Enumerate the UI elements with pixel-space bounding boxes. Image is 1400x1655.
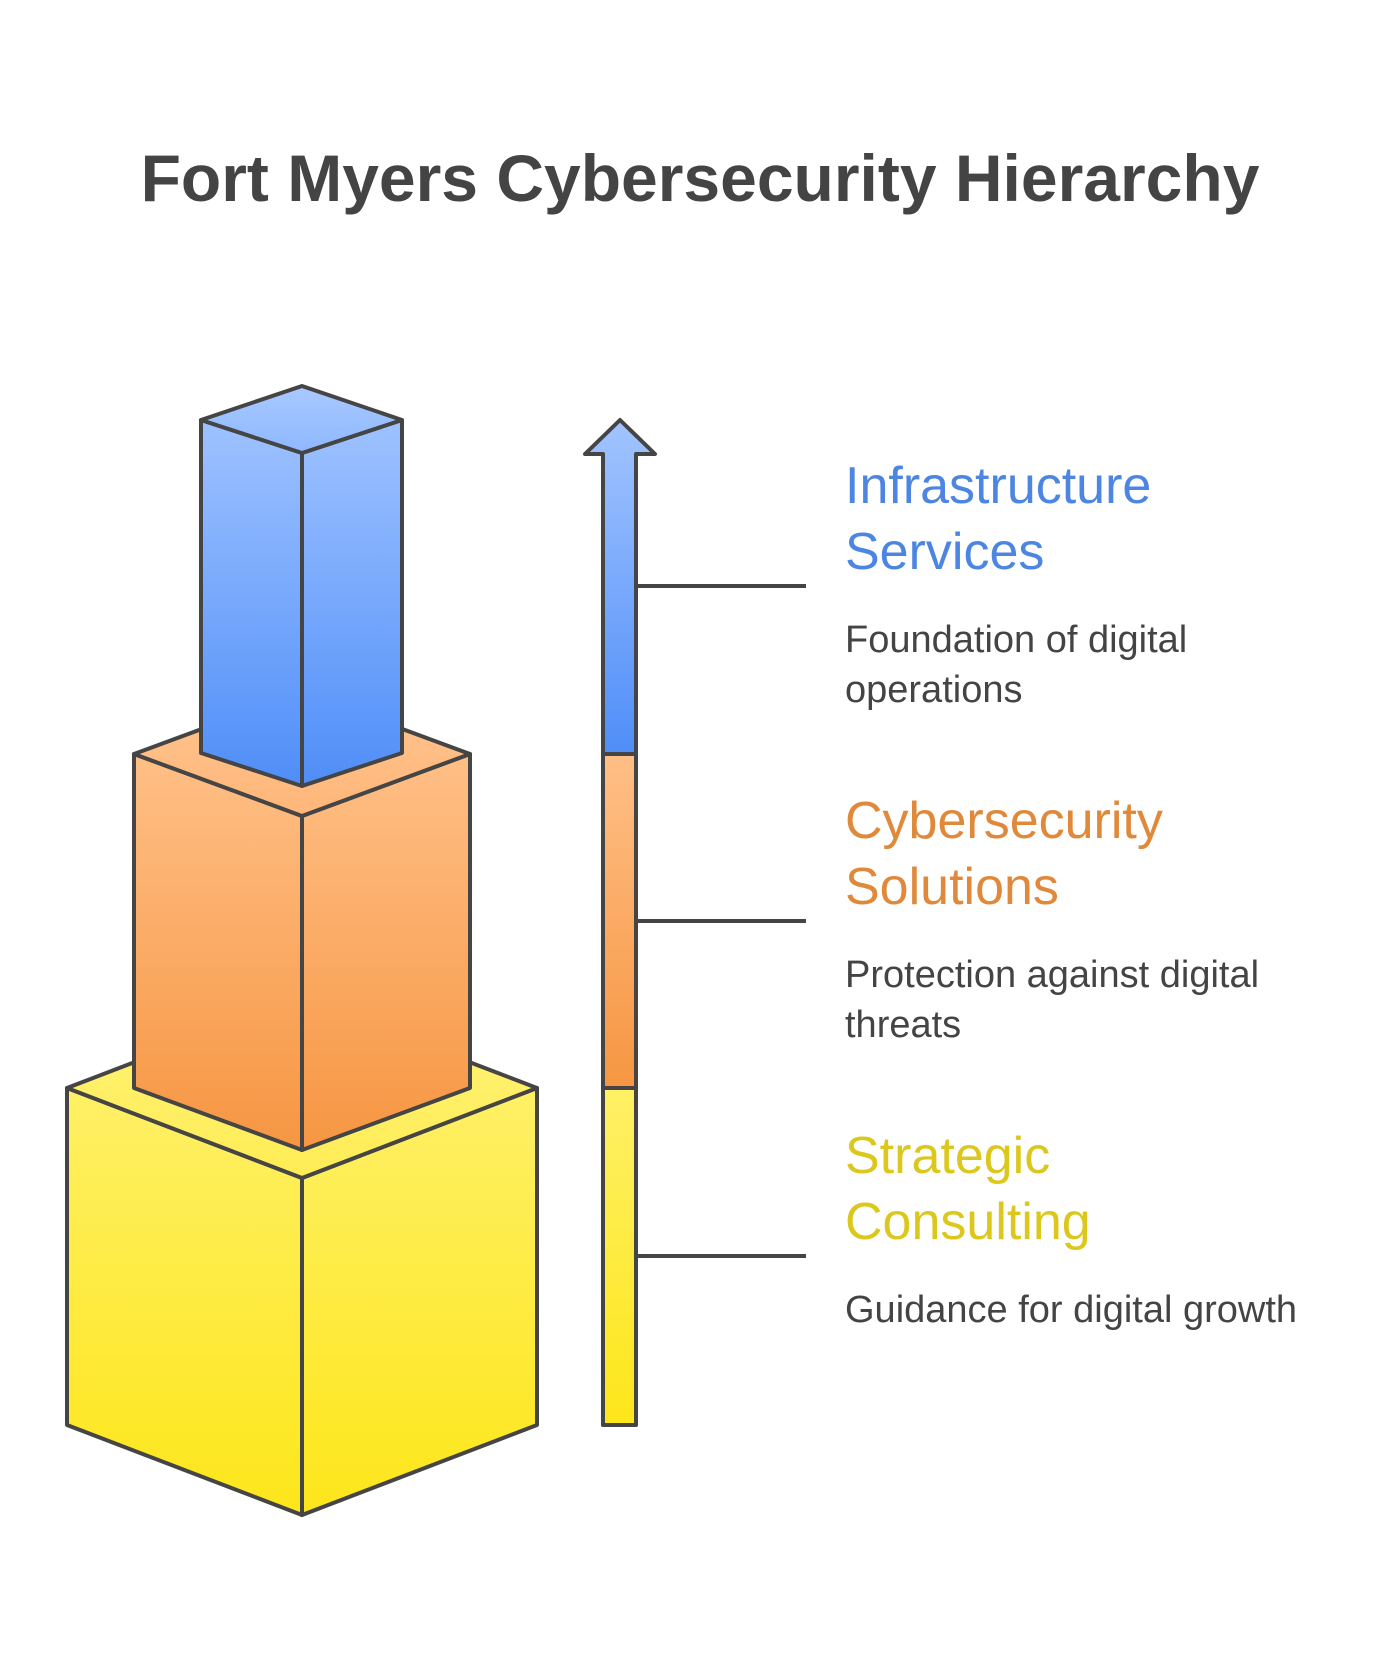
level-title-cybersecurity: Cybersecurity Solutions — [845, 788, 1365, 920]
level-title-infrastructure: Infrastructure Services — [845, 453, 1365, 585]
level-strategic: Strategic Consulting Guidance for digita… — [845, 1123, 1365, 1335]
hierarchy-arrow — [583, 418, 657, 1427]
level-title-strategic: Strategic Consulting — [845, 1123, 1365, 1255]
level-desc-infrastructure: Foundation of digital operations — [845, 619, 1188, 711]
level-desc-strategic: Guidance for digital growth — [845, 1289, 1298, 1331]
title-line-1: Infrastructure — [845, 457, 1152, 515]
level-infrastructure: Infrastructure Services Foundation of di… — [845, 453, 1365, 715]
level-cybersecurity: Cybersecurity Solutions Protection again… — [845, 788, 1365, 1050]
title-line-1: Strategic — [845, 1127, 1051, 1185]
level-desc-cybersecurity: Protection against digital threats — [845, 954, 1260, 1046]
title-line-2: Services — [845, 523, 1045, 581]
infrastructure-services-block — [199, 384, 404, 788]
title-line-2: Consulting — [845, 1193, 1091, 1251]
diagram-title: Fort Myers Cybersecurity Hierarchy — [140, 141, 1260, 215]
title-line-1: Cybersecurity — [845, 792, 1163, 850]
title-line-2: Solutions — [845, 858, 1059, 916]
